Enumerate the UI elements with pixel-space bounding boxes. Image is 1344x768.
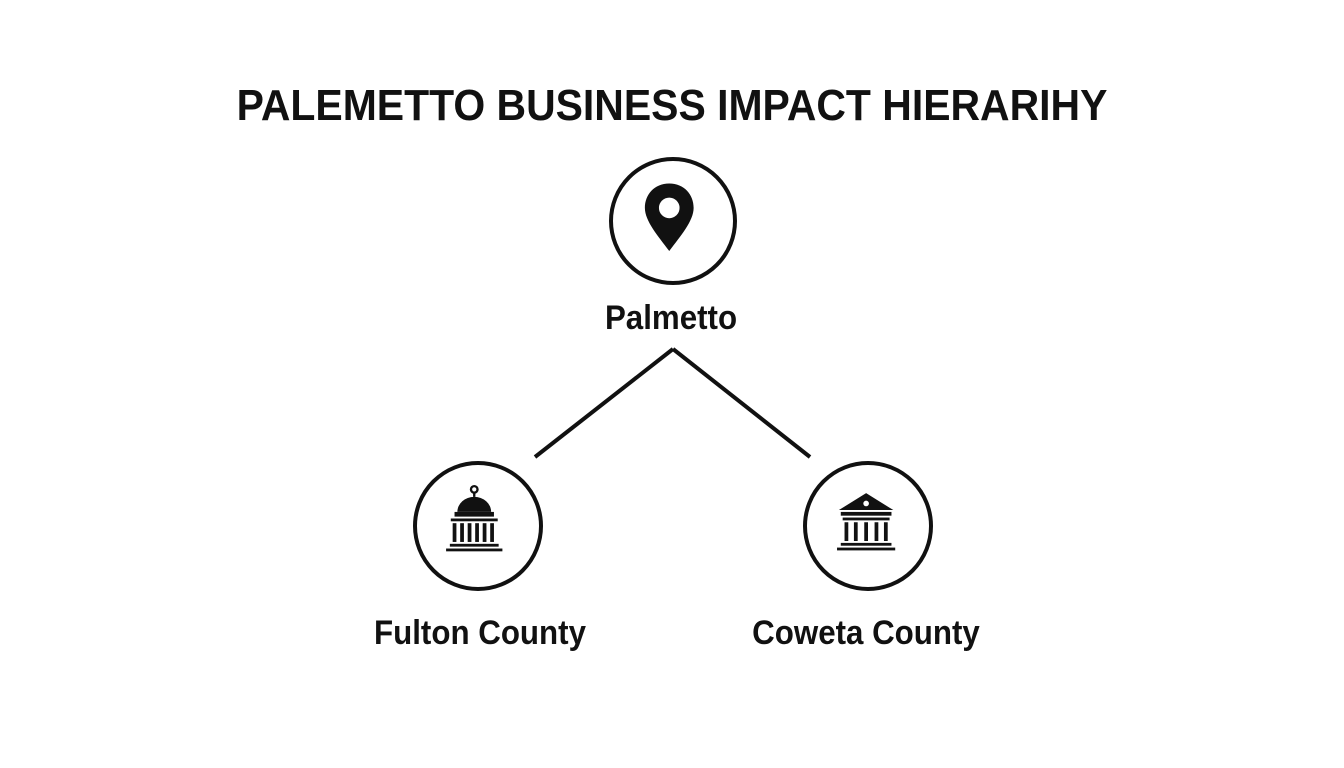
root-node-circle — [609, 157, 737, 285]
coweta-node-label: Coweta County — [752, 614, 980, 652]
connector-to-fulton — [533, 347, 675, 459]
fulton-node-label: Fulton County — [374, 614, 586, 652]
diagram-title: PALEMETTO BUSINESS IMPACT HIERARIHY — [236, 81, 1108, 130]
fulton-node-circle — [413, 461, 543, 591]
coweta-node-circle — [803, 461, 933, 591]
map-pin-icon — [644, 183, 694, 251]
domed-government-building-icon — [446, 484, 503, 552]
connector-to-coweta — [671, 347, 812, 459]
root-node-label: Palmetto — [604, 299, 738, 337]
columned-courthouse-icon — [837, 493, 896, 551]
